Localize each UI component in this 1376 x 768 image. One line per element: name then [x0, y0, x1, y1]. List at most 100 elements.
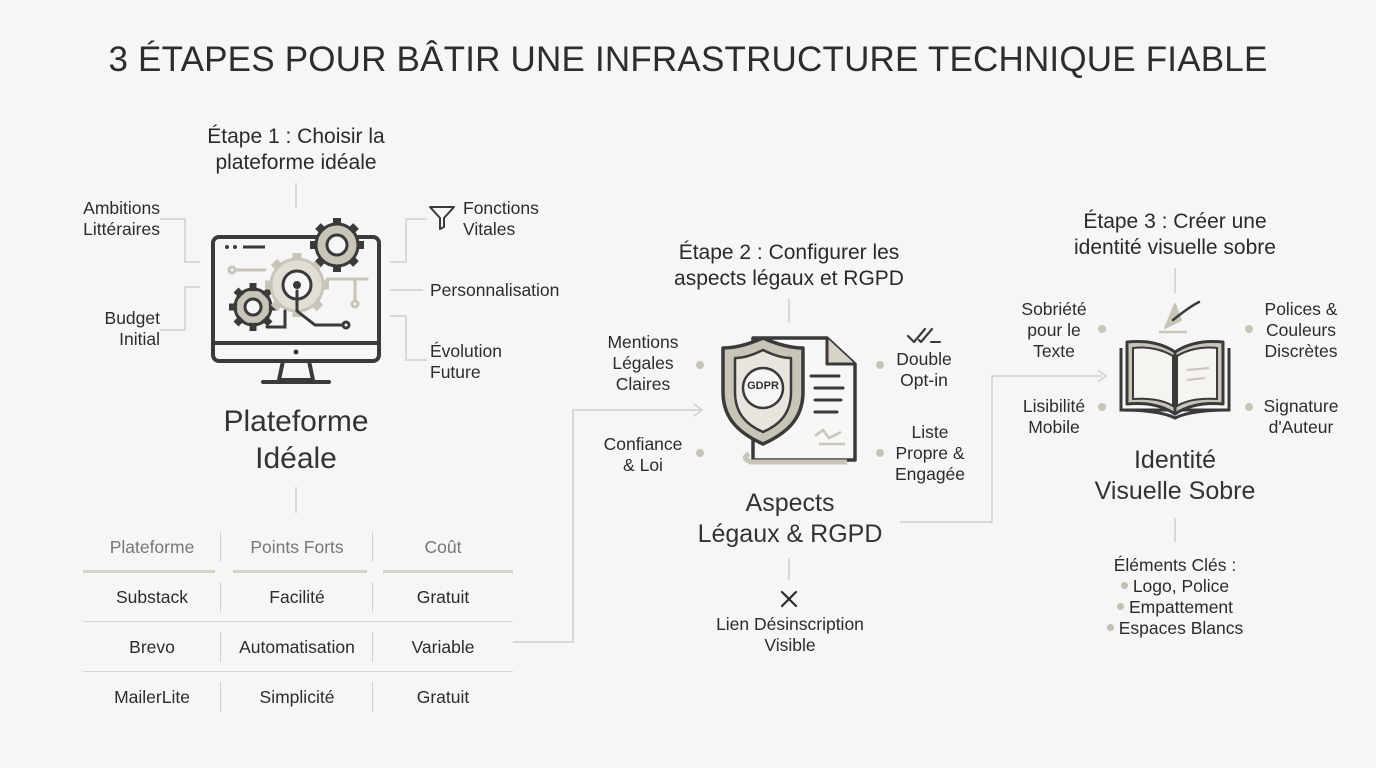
step1-right-item-0: Fonctions Vitales [463, 198, 583, 240]
step1-left-item-0-line1: Ambitions [83, 198, 160, 218]
bullet-dot [1245, 325, 1253, 333]
step1-left-item-1-line2: Initial [119, 329, 160, 349]
step2-label: Aspects Légaux & RGPD [665, 488, 915, 550]
table-cell: Simplicité [221, 672, 373, 722]
step1-label-line1: Plateforme [223, 405, 369, 438]
table-header-row: Plateforme Points Forts Coût [83, 522, 513, 573]
table-header-cell: Plateforme [83, 522, 221, 572]
page-title: 3 ÉTAPES POUR BÂTIR UNE INFRASTRUCTURE T… [108, 40, 1268, 79]
bullet-dot [696, 361, 704, 369]
step1-label: Plateforme Idéale [176, 403, 416, 477]
step3-left-item-0-line: pour le [1027, 320, 1081, 340]
table-row: MailerLite Simplicité Gratuit [83, 672, 513, 722]
table-cell-text: Variable [411, 636, 475, 657]
step3-title-line2: identité visuelle sobre [1074, 236, 1276, 259]
key-item: Espaces Blancs [1080, 618, 1270, 639]
step3-right-item-0: Polices & Couleurs Discrètes [1258, 299, 1344, 362]
funnel-icon [429, 206, 455, 230]
double-check-icon [906, 327, 941, 344]
step2-title-line1: Étape 2 : Configurer les [678, 241, 900, 264]
step2-right-item-0-line: Opt-in [900, 370, 948, 390]
step1-left-item-0: Ambitions Littéraires [40, 198, 160, 240]
gdpr-badge: GDPR [747, 380, 779, 392]
step2-label-line2: Légaux & RGPD [697, 520, 883, 548]
step3-label: Identité Visuelle Sobre [1060, 445, 1290, 507]
table-cell-text: MailerLite [114, 686, 190, 707]
step3-key-title: Éléments Clés : [1113, 555, 1237, 575]
step3-right-item-1-line: d'Auteur [1268, 417, 1334, 437]
step2-right-item-1: Liste Propre & Engagée [888, 422, 972, 485]
platform-table: Plateforme Points Forts Coût Substack Fa… [83, 522, 513, 722]
table-cell: Gratuit [373, 672, 513, 722]
step2-right-item-0: Double Opt-in [888, 349, 960, 391]
step1-left-item-0-line2: Littéraires [83, 219, 160, 239]
step3-label-line2: Visuelle Sobre [1094, 477, 1256, 505]
table-cell: Variable [373, 622, 513, 672]
key-item: Empattement [1080, 597, 1270, 618]
step3-left-item-1-line: Mobile [1028, 417, 1080, 437]
key-item-text: Espaces Blancs [1118, 618, 1244, 638]
step1-title-line2: plateforme idéale [215, 151, 377, 174]
step3-left-item-1: Lisibilité Mobile [1010, 396, 1098, 438]
step2-left-item-1-line: & Loi [623, 455, 663, 475]
table-row: Substack Facilité Gratuit [83, 572, 513, 622]
step3-left-item-0: Sobriété pour le Texte [1010, 299, 1098, 362]
step1-right-item-2: Évolution Future [430, 341, 550, 383]
table-row: Brevo Automatisation Variable [83, 622, 513, 672]
step2-left-item-0-line: Claires [615, 374, 671, 394]
bullet-dot [876, 449, 884, 457]
step3-left-item-0-line: Texte [1033, 341, 1075, 361]
table-cell-text: Substack [116, 586, 188, 607]
shield-document-icon [721, 336, 857, 465]
table-cell-text: Facilité [269, 586, 325, 607]
step1-title-line1: Étape 1 : Choisir la [207, 125, 385, 148]
step3-left-item-0-line: Sobriété [1021, 299, 1087, 319]
key-item-text: Logo, Police [1132, 576, 1230, 596]
bullet-dot [1120, 581, 1128, 589]
table-cell-text: Gratuit [416, 586, 470, 607]
table-header-cell: Coût [373, 522, 513, 572]
bullet-dot [696, 449, 704, 457]
close-icon [780, 590, 798, 608]
table-cell-text: Automatisation [239, 636, 355, 657]
bullet-dot [1116, 602, 1124, 610]
step1-right-item-0-line1: Fonctions [463, 198, 539, 218]
key-item: Logo, Police [1080, 576, 1270, 597]
step3-left-item-1-line: Lisibilité [1022, 396, 1086, 416]
step2-bottom-item: Lien Désinscription Visible [690, 614, 890, 656]
bullet-dot [1098, 403, 1106, 411]
step1-right-item-0-line2: Vitales [463, 219, 516, 239]
table-header-cell: Points Forts [221, 522, 373, 572]
step2-right-item-1-line: Liste [911, 422, 949, 442]
step2-left-item-1-line: Confiance [603, 434, 683, 454]
table-cell: Facilité [221, 572, 373, 622]
table-cell: Gratuit [373, 572, 513, 622]
bullet-dot [1106, 623, 1114, 631]
step2-right-item-1-line: Propre & [895, 443, 965, 463]
table-header-text: Coût [424, 536, 462, 557]
step3-right-item-1: Signature d'Auteur [1258, 396, 1344, 438]
bullet-dot [1245, 403, 1253, 411]
step1-left-item-1-line1: Budget [104, 308, 160, 328]
step3-right-item-0-line: Couleurs [1265, 320, 1337, 340]
bullet-dot [1098, 325, 1106, 333]
key-item-text: Empattement [1128, 597, 1234, 617]
step1-right-item-1: Personnalisation [430, 280, 560, 300]
step1-title: Étape 1 : Choisir la plateforme idéale [176, 124, 416, 176]
step3-right-item-0-line: Polices & [1264, 299, 1338, 319]
step2-right-item-0-line: Double [896, 349, 952, 369]
step2-left-item-0-line: Légales [612, 353, 674, 373]
step3-right-item-1-line: Signature [1263, 396, 1339, 416]
table-header-text: Plateforme [109, 536, 195, 557]
table-header-text: Points Forts [250, 536, 344, 557]
step2-left-item-0-line: Mentions [607, 332, 679, 352]
step2-bottom-line1: Lien Désinscription [716, 614, 864, 634]
step3-title-line1: Étape 3 : Créer une [1083, 210, 1267, 233]
step2-title-line2: aspects légaux et RGPD [674, 267, 904, 290]
table-cell: Brevo [83, 622, 221, 672]
step2-left-item-1: Confiance & Loi [590, 434, 696, 476]
step2-label-line1: Aspects [745, 489, 835, 517]
step3-title: Étape 3 : Créer une identité visuelle so… [1045, 209, 1305, 261]
step2-left-item-0: Mentions Légales Claires [590, 332, 696, 395]
